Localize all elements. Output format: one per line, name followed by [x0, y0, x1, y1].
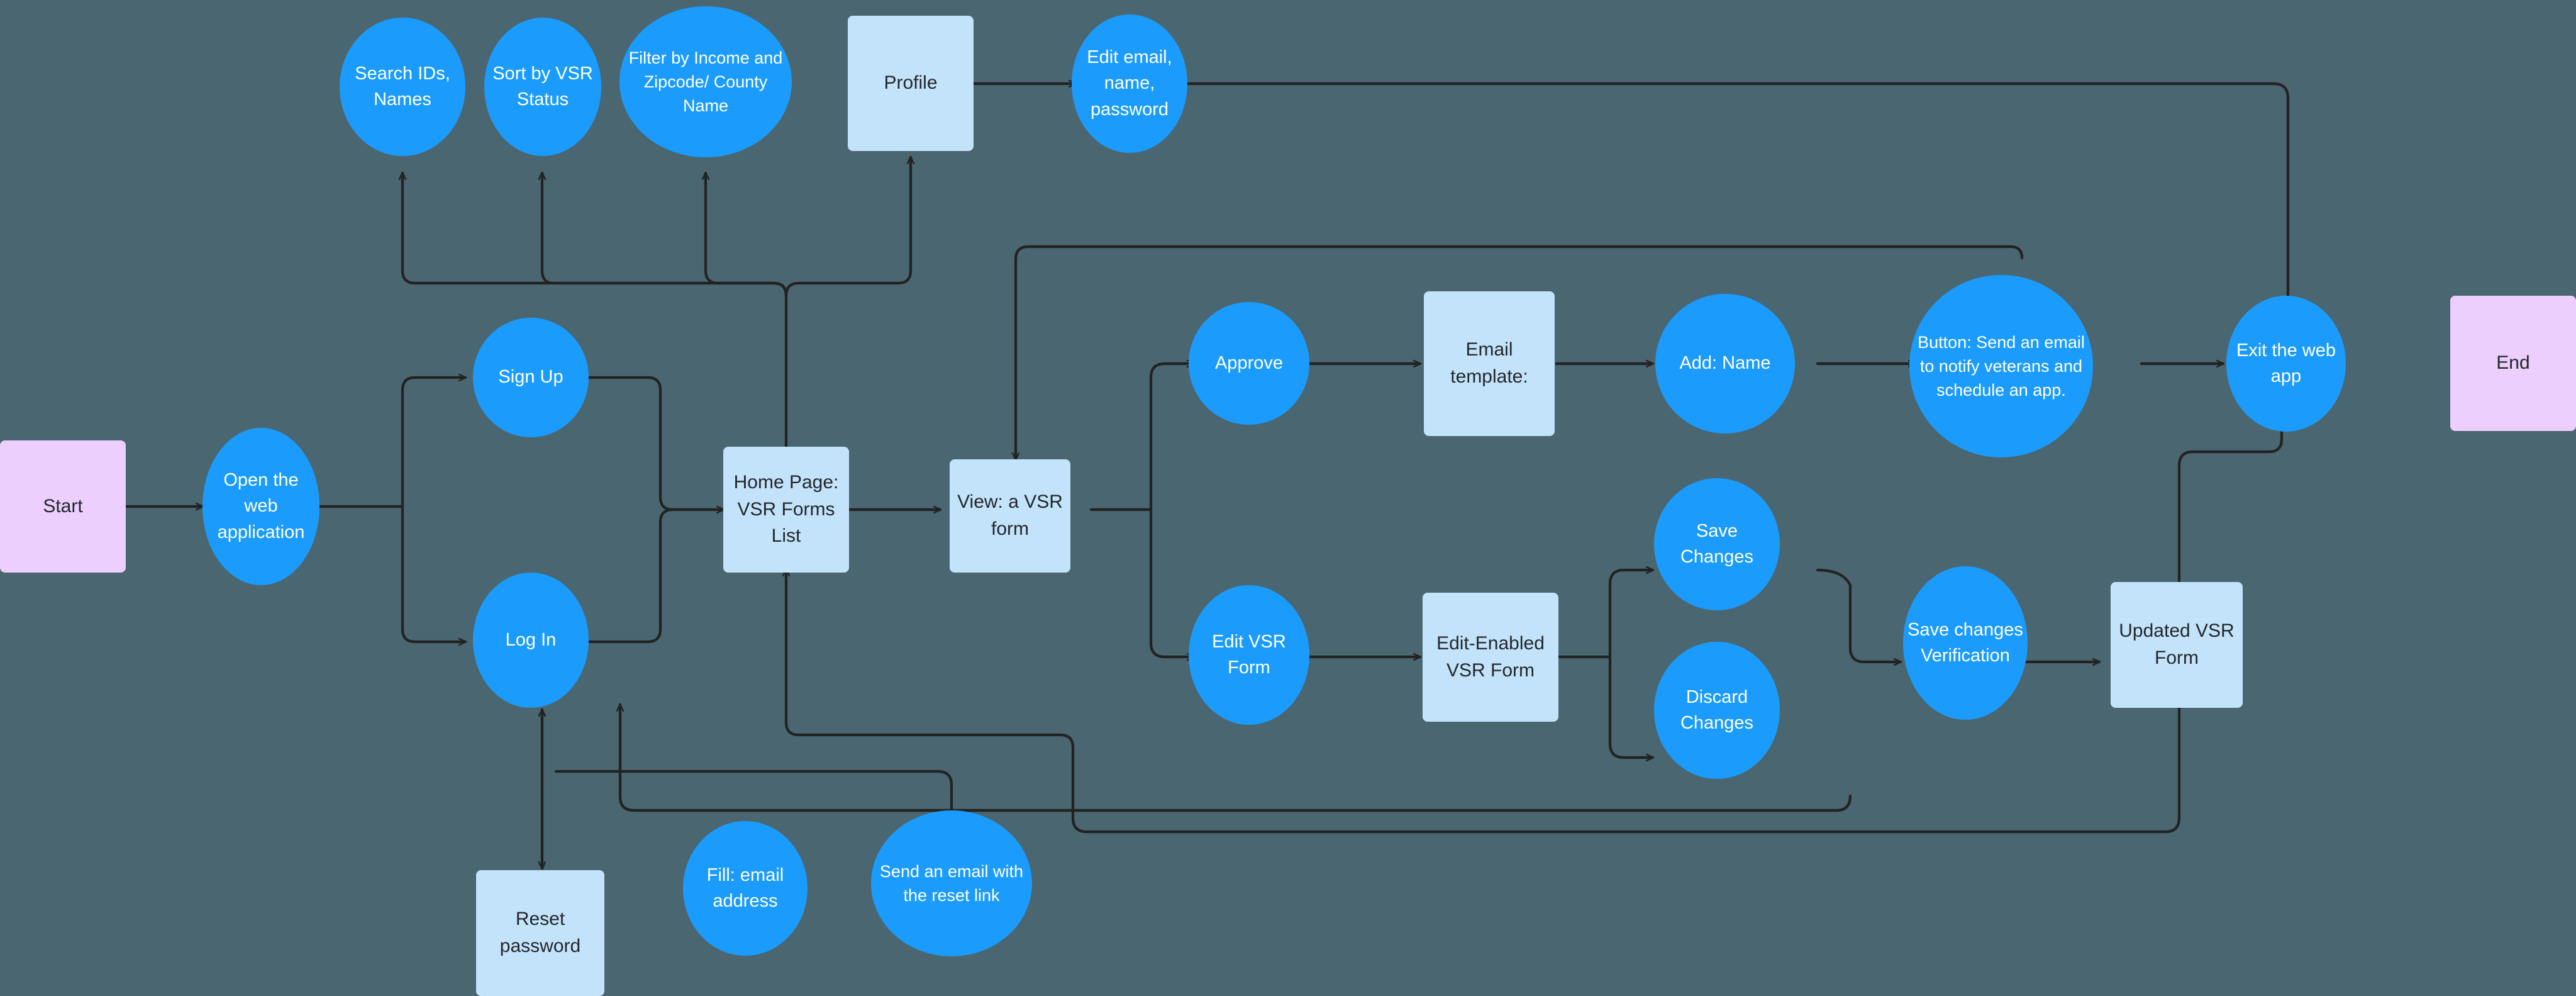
node-view-a-vsr-form[interactable]: View: a VSR form — [950, 459, 1070, 573]
node-view-a-vsr-form-label: View: a VSR form — [957, 491, 1063, 539]
connector-layer — [121, 0, 2576, 951]
node-sign-up[interactable]: Sign Up — [473, 318, 589, 437]
edge-view-to-edit — [1149, 508, 1194, 657]
node-send-notify-button[interactable]: Button: Send an email to notify veterans… — [1909, 275, 2093, 457]
node-open-web-application[interactable]: Open the web application — [203, 428, 319, 585]
edge-view-to-approve — [1149, 364, 1194, 512]
edge-login-to-home — [548, 508, 675, 644]
node-log-in[interactable]: Log In — [473, 573, 589, 708]
node-discard-changes-label: Discard Changes — [1680, 686, 1754, 733]
edge-editenabled-to-save — [1608, 570, 1653, 659]
node-profile-label: Profile — [884, 72, 938, 94]
node-edit-enabled-vsr-form[interactable]: Edit-Enabled VSR Form — [1423, 593, 1558, 722]
node-profile[interactable]: Profile — [848, 16, 974, 151]
node-add-name[interactable]: Add: Name — [1655, 294, 1795, 434]
node-edit-vsr-form-label: Edit VSR Form — [1212, 631, 1286, 678]
edge-updated-to-exit — [2177, 423, 2282, 618]
node-start-label: Start — [43, 495, 83, 517]
node-filter-income-zipcode-label: Filter by Income and Zipcode/ County Nam… — [628, 48, 783, 116]
node-reset-password-label: Reset password — [499, 909, 581, 956]
node-reset-password[interactable]: Reset password — [476, 870, 604, 996]
node-open-web-application-label: Open the web application — [217, 470, 305, 542]
node-email-template-label: Email template: — [1450, 339, 1528, 387]
node-send-reset-link[interactable]: Send an email with the reset link — [871, 810, 1032, 956]
edge-sendlink-to-loginpath — [554, 769, 953, 845]
node-sign-up-label: Sign Up — [498, 367, 564, 388]
node-discard-changes[interactable]: Discard Changes — [1654, 642, 1780, 779]
node-edit-enabled-vsr-form-label: Edit-Enabled VSR Form — [1436, 632, 1545, 681]
node-email-template[interactable]: Email template: — [1424, 291, 1555, 436]
node-updated-vsr-form[interactable]: Updated VSR Form — [2111, 582, 2243, 708]
node-log-in-label: Log In — [505, 629, 557, 650]
edge-save-to-verification — [1816, 568, 1901, 662]
node-send-notify-button-label: Button: Send an email to notify veterans… — [1918, 332, 2085, 400]
node-sort-by-vsr-status[interactable]: Sort by VSR Status — [484, 18, 601, 156]
node-approve[interactable]: Approve — [1189, 302, 1309, 425]
node-edit-email-name-password-label: Edit email, name, password — [1087, 47, 1172, 120]
edge-editcred-to-exit — [1184, 82, 2288, 305]
node-add-name-label: Add: Name — [1679, 353, 1771, 374]
node-save-changes[interactable]: Save Changes — [1654, 478, 1780, 610]
node-fill-email-address-label: Fill: email address — [706, 865, 784, 911]
edge-home-to-filter — [706, 173, 788, 298]
node-approve-label: Approve — [1214, 352, 1283, 373]
edge-button-to-view-return — [1016, 245, 2024, 459]
node-save-changes-verification-label: Save changes Verification — [1907, 619, 2023, 666]
edge-discard-to-editvsr — [620, 705, 1852, 812]
edge-home-to-search — [402, 173, 788, 464]
node-home-page-label: Home Page: VSR Forms List — [733, 472, 839, 547]
node-updated-vsr-form-label: Updated VSR Form — [2119, 620, 2235, 668]
node-fill-email-address[interactable]: Fill: email address — [683, 821, 808, 956]
node-save-changes-verification[interactable]: Save changes Verification — [1903, 566, 2028, 720]
edge-home-to-profile — [784, 157, 911, 298]
node-start[interactable]: Start — [0, 440, 126, 573]
node-save-changes-label: Save Changes — [1680, 520, 1754, 567]
node-sort-by-vsr-status-label: Sort by VSR Status — [492, 63, 593, 109]
edge-open-to-login — [401, 505, 465, 642]
node-search-ids-names[interactable]: Search IDs, Names — [340, 18, 465, 156]
node-exit-the-web-app[interactable]: Exit the web app — [2226, 296, 2346, 432]
edge-editenabled-to-discard — [1608, 655, 1653, 758]
node-edit-email-name-password[interactable]: Edit email, name, password — [1072, 14, 1187, 153]
node-filter-income-zipcode[interactable]: Filter by Income and Zipcode/ County Nam… — [619, 6, 792, 157]
node-end[interactable]: End — [2450, 296, 2576, 431]
node-exit-the-web-app-label: Exit the web app — [2236, 340, 2336, 386]
edge-open-to-signup — [401, 378, 465, 508]
edge-updated-to-home — [786, 569, 2181, 834]
node-send-reset-link-label: Send an email with the reset link — [879, 861, 1024, 905]
node-end-label: End — [2496, 352, 2530, 374]
node-home-page-vsr-forms-list[interactable]: Home Page: VSR Forms List — [723, 447, 849, 573]
edge-home-to-sort — [542, 173, 788, 298]
node-edit-vsr-form[interactable]: Edit VSR Form — [1189, 585, 1309, 725]
node-search-ids-names-label: Search IDs, Names — [355, 63, 450, 109]
